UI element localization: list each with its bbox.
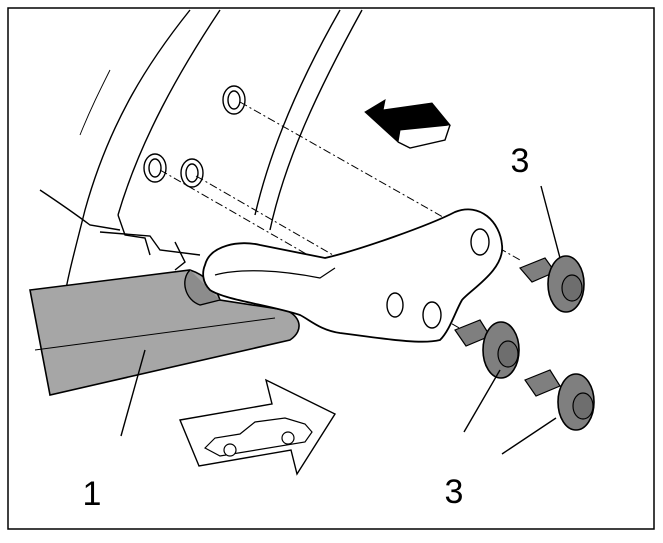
bracket	[202, 208, 503, 343]
callout-label-3-upper: 3	[511, 142, 530, 180]
trim-panel	[29, 269, 300, 396]
door-frame-outline	[39, 9, 363, 301]
bracket-hole	[386, 292, 404, 318]
mounting-hole-inner	[227, 90, 241, 110]
callout-label-1: 1	[83, 475, 102, 513]
lower-bolt	[524, 369, 595, 431]
leader-lines	[120, 185, 561, 455]
bracket-hole	[422, 301, 442, 329]
bold-black-arrow-icon	[364, 98, 451, 149]
middle-bolt	[454, 319, 520, 379]
bracket-hole	[470, 228, 490, 256]
upper-bolt	[518, 255, 585, 313]
car-direction-arrow-icon	[179, 378, 337, 476]
mounting-hole-inner	[148, 158, 162, 178]
callout-label-3-lower: 3	[445, 473, 464, 511]
mounting-hole-inner	[185, 163, 199, 183]
mounting-holes	[143, 85, 246, 188]
